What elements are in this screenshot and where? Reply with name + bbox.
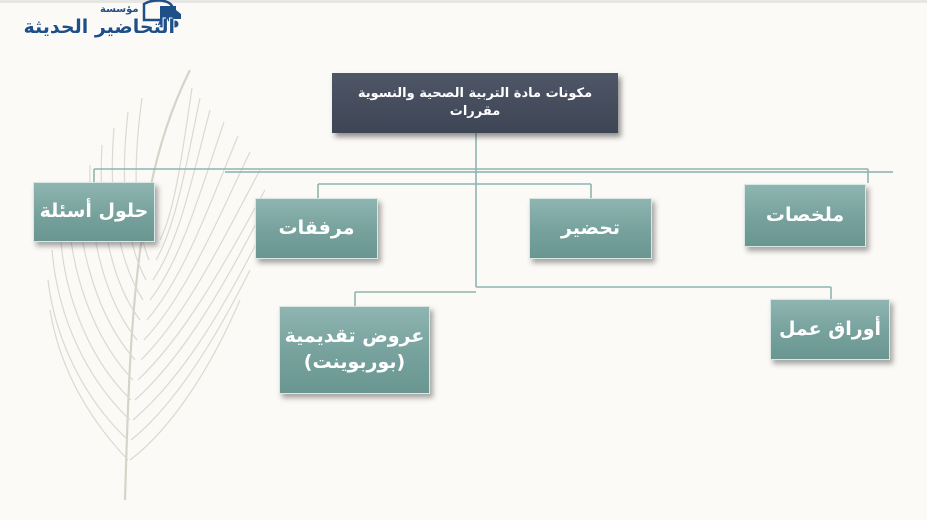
truck-icon bbox=[142, 0, 181, 28]
node-preparation: تحضير bbox=[529, 198, 652, 259]
logo-title: التحاضير الحديثة bbox=[23, 16, 175, 38]
feather-decoration bbox=[47, 69, 266, 501]
node-presentations: عروض تقديمية (بوربوينت) bbox=[279, 306, 430, 394]
logo: مؤسسة التحاضير الحديثة bbox=[0, 0, 185, 46]
logo-subtitle: مؤسسة bbox=[100, 4, 139, 15]
node-attachments: مرفقات bbox=[255, 198, 378, 259]
node-presentations-label: عروض تقديمية (بوربوينت) bbox=[284, 325, 425, 373]
top-border bbox=[0, 0, 927, 3]
node-attachments-label: مرفقات bbox=[278, 216, 355, 239]
root-node: مكونات مادة التربية الصحية والنسوية مقرر… bbox=[332, 73, 618, 133]
node-question-solutions-label: حلول أسئلة bbox=[39, 200, 149, 223]
node-worksheets-label: أوراق عمل bbox=[778, 317, 882, 340]
root-label: مكونات مادة التربية الصحية والنسوية مقرر… bbox=[357, 86, 593, 119]
node-worksheets: أوراق عمل bbox=[770, 299, 890, 360]
node-summaries: ملخصات bbox=[744, 184, 866, 247]
node-question-solutions: حلول أسئلة bbox=[33, 182, 155, 242]
node-preparation-label: تحضير bbox=[560, 216, 621, 239]
node-summaries-label: ملخصات bbox=[765, 203, 845, 226]
